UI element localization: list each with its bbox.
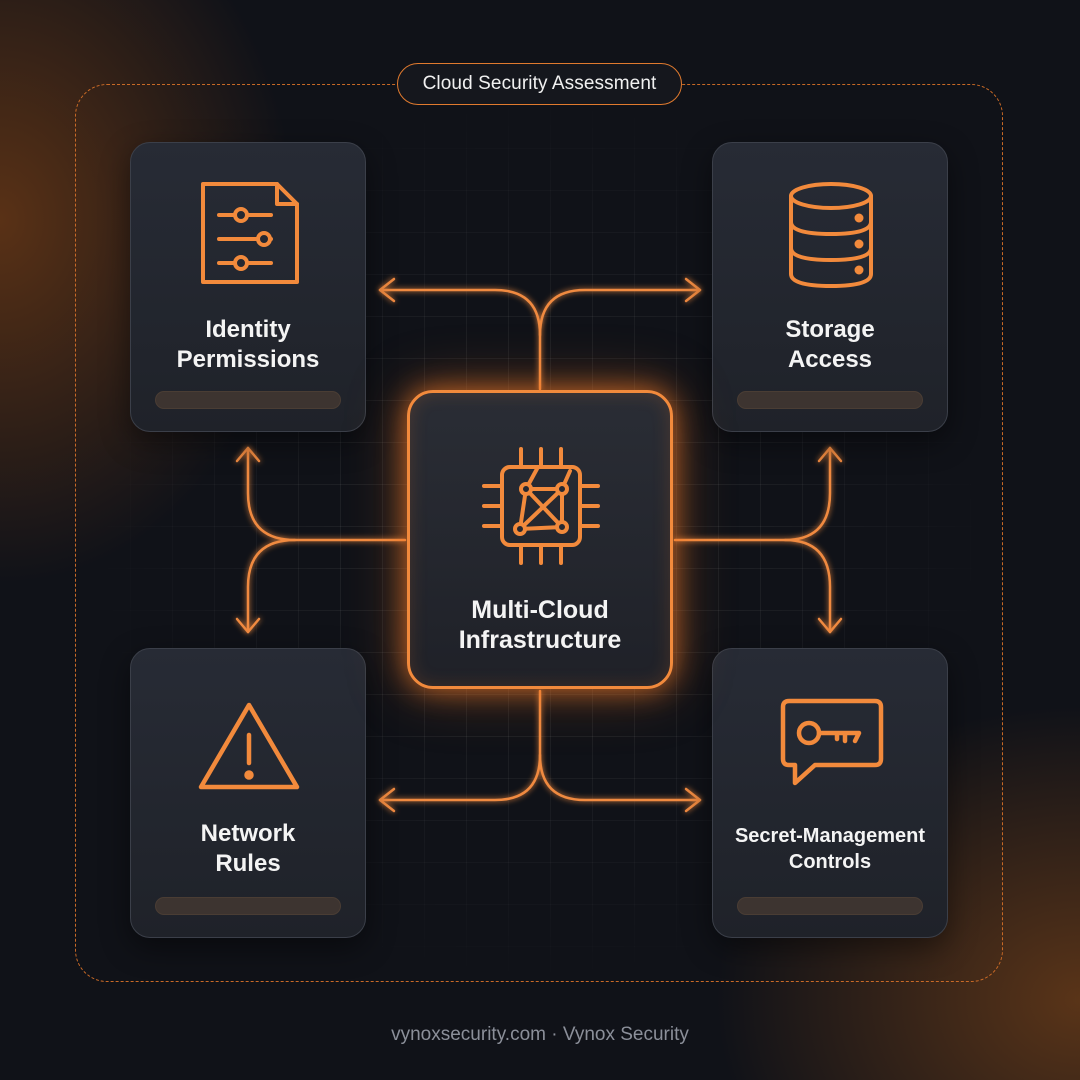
card-storage-access: Storage Access	[712, 142, 948, 432]
footer-text: vynoxsecurity.com · Vynox Security	[391, 1024, 689, 1045]
center-label: Multi-Cloud Infrastructure	[458, 596, 622, 654]
center-card-multi-cloud: Multi-Cloud Infrastructure	[407, 390, 673, 689]
connector-top	[378, 288, 542, 391]
progress-bar	[155, 391, 341, 409]
connector-left	[246, 446, 407, 542]
arrowhead-left-up	[235, 446, 261, 463]
arrowhead-network	[378, 787, 396, 813]
key-message-icon	[780, 698, 884, 786]
arrowhead-right-down	[817, 617, 843, 634]
progress-bar	[737, 897, 923, 915]
card-secret-management: Secret-Management Controls	[712, 648, 948, 938]
connector-bottom	[378, 689, 542, 802]
card-label: Network Rules	[200, 820, 296, 877]
warning-triangle-icon	[198, 702, 300, 790]
arrowhead-storage	[684, 277, 702, 303]
arrowhead-identity	[378, 277, 396, 303]
progress-bar	[737, 391, 923, 409]
card-label: Secret-Management Controls	[734, 825, 926, 873]
card-label: Identity Permissions	[176, 316, 320, 373]
arrowhead-left-down	[235, 617, 261, 634]
card-identity-permissions: Identity Permissions	[130, 142, 366, 432]
frame-title: Cloud Security Assessment	[397, 63, 682, 105]
arrowhead-right-up	[817, 446, 843, 463]
card-label: Storage Access	[785, 316, 875, 373]
card-network-rules: Network Rules	[130, 648, 366, 938]
connector-right	[673, 446, 832, 542]
document-sliders-icon	[201, 182, 299, 284]
arrowhead-secrets	[684, 787, 702, 813]
database-icon	[789, 182, 873, 289]
progress-bar	[155, 897, 341, 915]
chip-network-icon	[482, 447, 600, 565]
